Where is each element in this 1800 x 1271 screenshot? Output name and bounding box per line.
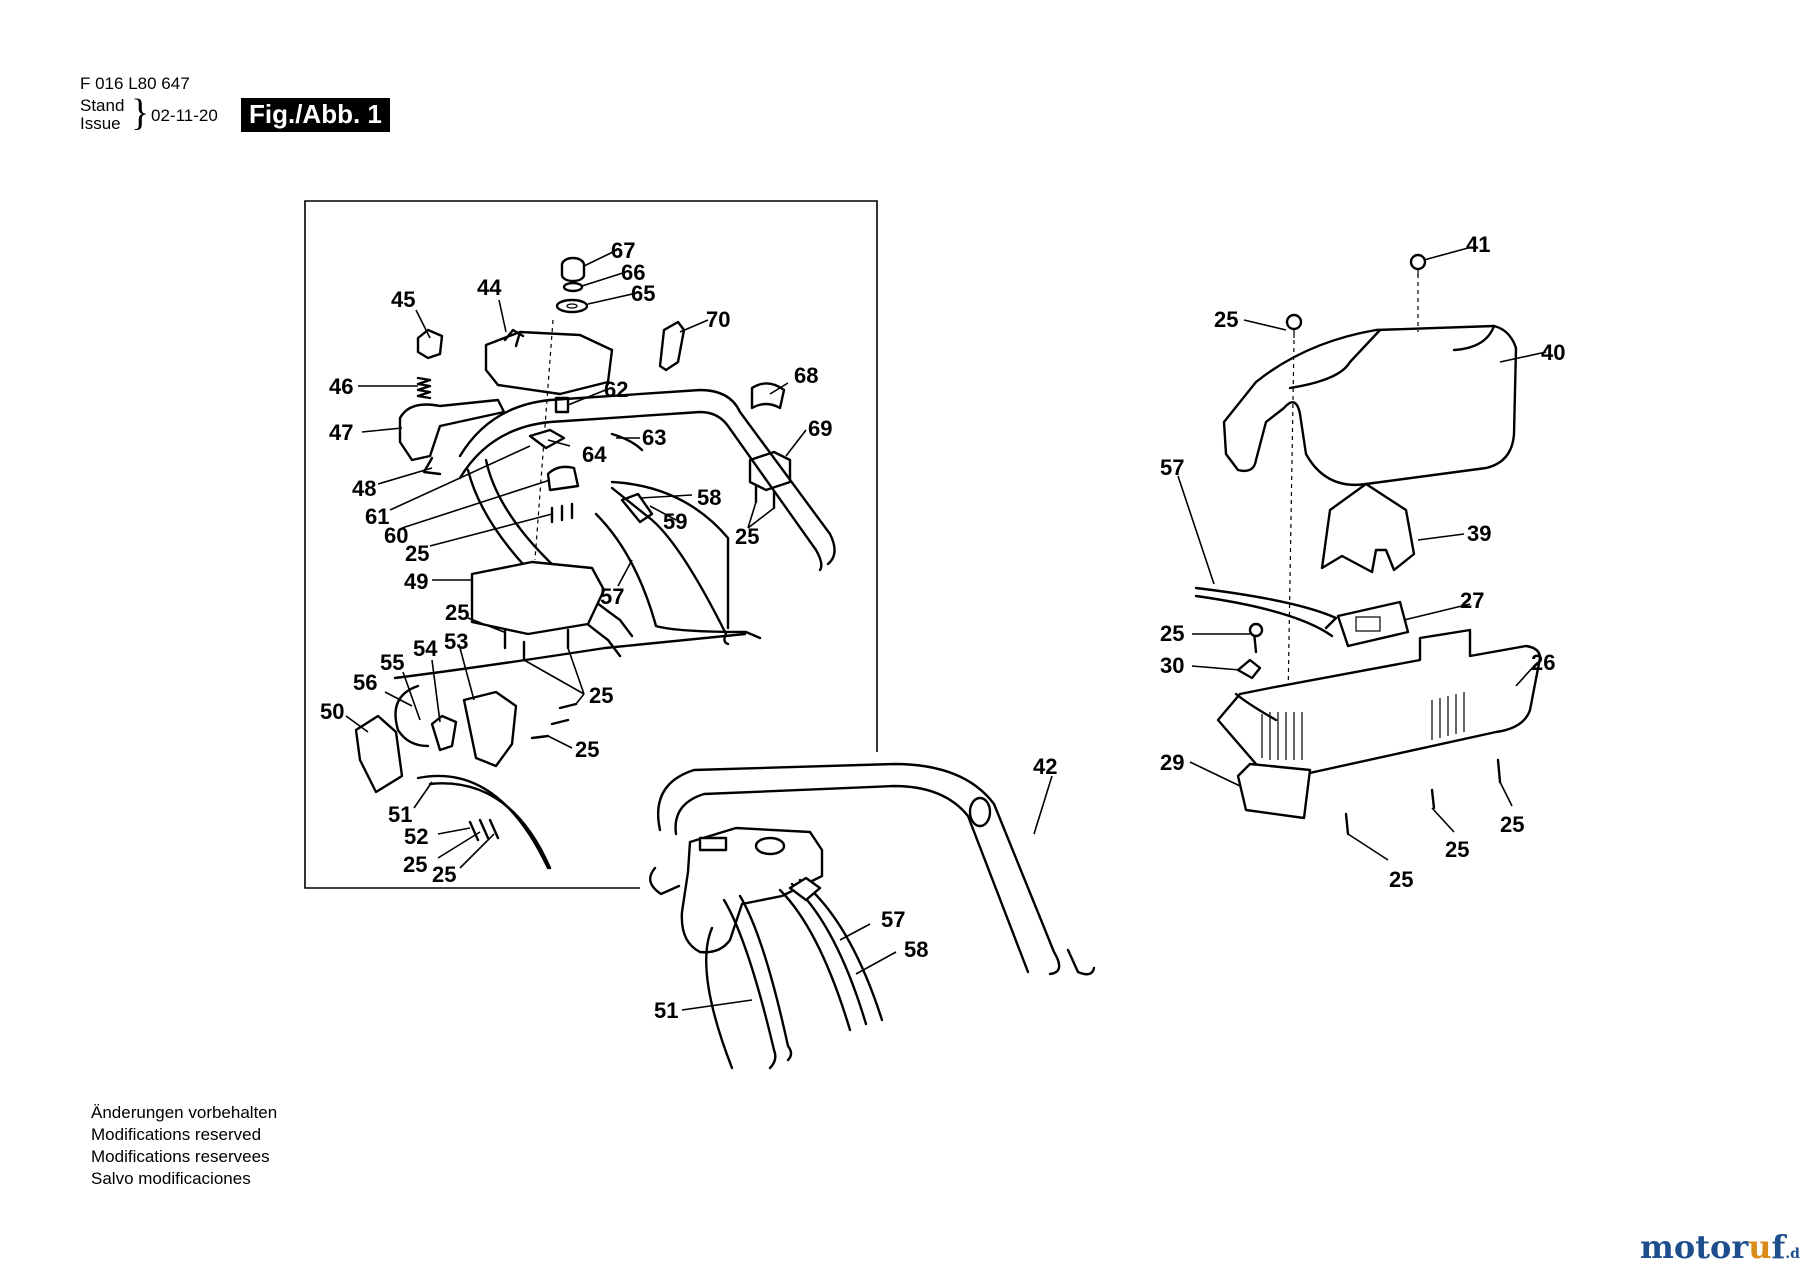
callout-55: 55	[380, 650, 404, 675]
callout-49: 49	[404, 569, 428, 594]
callout-61: 61	[365, 504, 389, 529]
callout-69: 69	[808, 416, 832, 441]
callout-45: 45	[391, 287, 415, 312]
callout-25: 25	[403, 852, 427, 877]
callout-labels: 67 66 65 45 44 70 68 46 62 47 63 69 64 4…	[320, 232, 1565, 1023]
callout-58: 58	[697, 485, 721, 510]
callout-64: 64	[582, 442, 607, 467]
note-french: Modifications reservees	[91, 1147, 270, 1166]
callout-25: 25	[445, 600, 469, 625]
callout-25: 25	[1389, 867, 1413, 892]
callout-25: 25	[575, 737, 599, 762]
callout-51: 51	[654, 998, 678, 1023]
callout-25: 25	[1160, 621, 1184, 646]
part-number: F 016 L80 647	[80, 74, 190, 93]
callout-25: 25	[589, 683, 613, 708]
battery-assembly	[1194, 253, 1542, 836]
callout-25: 25	[1500, 812, 1524, 837]
callout-66: 66	[621, 260, 645, 285]
callout-26: 26	[1531, 650, 1555, 675]
callout-60: 60	[384, 523, 408, 548]
callout-53: 53	[444, 629, 468, 654]
callout-50: 50	[320, 699, 344, 724]
brace: }	[131, 92, 150, 134]
callout-30: 30	[1160, 653, 1184, 678]
main-handle	[649, 762, 1096, 1070]
note-german: Änderungen vorbehalten	[91, 1103, 278, 1122]
note-english: Modifications reserved	[91, 1125, 262, 1144]
callout-27: 27	[1460, 588, 1484, 613]
callout-68: 68	[794, 363, 818, 388]
callout-65: 65	[631, 281, 655, 306]
callout-57: 57	[600, 584, 624, 609]
callout-40: 40	[1541, 340, 1565, 365]
callout-62: 62	[604, 377, 628, 402]
figure-label: Fig./Abb. 1	[241, 98, 390, 132]
callout-63: 63	[642, 425, 666, 450]
callout-25: 25	[432, 862, 456, 887]
callout-56: 56	[353, 670, 377, 695]
callout-48: 48	[352, 476, 376, 501]
callout-70: 70	[706, 307, 730, 332]
stand-issue-label: Stand Issue	[80, 97, 124, 133]
callout-67: 67	[611, 238, 635, 263]
callout-57: 57	[1160, 455, 1184, 480]
callout-51: 51	[388, 802, 412, 827]
callout-25: 25	[735, 524, 759, 549]
callout-25: 25	[1445, 837, 1469, 862]
callout-41: 41	[1466, 232, 1490, 257]
modification-notes: Änderungen vorbehalten Modifications res…	[91, 1102, 277, 1190]
callout-46: 46	[329, 374, 353, 399]
logo-tld: .de	[1785, 1246, 1800, 1262]
callout-52: 52	[404, 824, 428, 849]
leader-lines	[345, 247, 1547, 1011]
callout-42: 42	[1033, 754, 1057, 779]
callout-59: 59	[663, 509, 687, 534]
callout-58: 58	[904, 937, 928, 962]
issue-label: Issue	[80, 114, 121, 133]
callout-29: 29	[1160, 750, 1184, 775]
callout-25: 25	[405, 541, 429, 566]
callout-39: 39	[1467, 521, 1491, 546]
callout-44: 44	[477, 275, 502, 300]
inset-frame	[304, 200, 878, 889]
callout-57: 57	[881, 907, 905, 932]
note-spanish: Salvo modificaciones	[91, 1169, 251, 1188]
callout-54: 54	[413, 636, 438, 661]
logo-text: motoruf	[1640, 1228, 1786, 1266]
issue-date: 02-11-20	[151, 106, 218, 125]
callout-25: 25	[1214, 307, 1238, 332]
motoruf-logo: motoruf.de	[1640, 1228, 1800, 1266]
callout-47: 47	[329, 420, 353, 445]
stand-label: Stand	[80, 96, 125, 115]
